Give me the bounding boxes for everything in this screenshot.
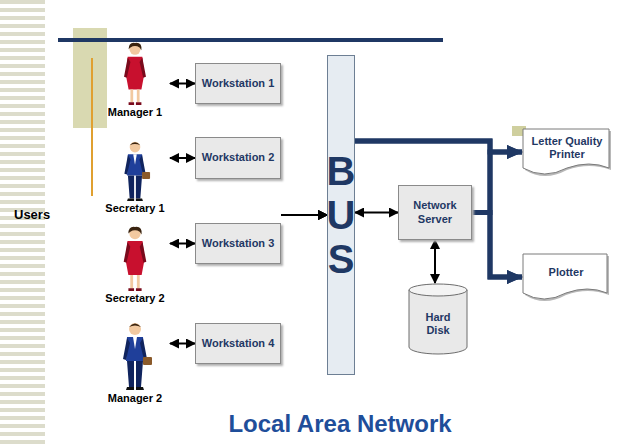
data-link [281, 214, 327, 216]
bus-label: BUS [321, 149, 361, 281]
person-figure [115, 226, 155, 292]
device-box: Workstation 1 [195, 63, 281, 104]
person-figure [115, 320, 155, 392]
side-stripes [0, 0, 45, 445]
person-figure [115, 42, 155, 106]
device-label: Workstation 1 [202, 77, 275, 90]
user-name: Manager 1 [108, 106, 162, 119]
device-box: Workstation 4 [195, 323, 281, 364]
bus-bar: BUS [327, 55, 355, 375]
data-link [281, 214, 327, 216]
device-box: Workstation 3 [195, 223, 281, 264]
user-figure: Manager 2 [100, 320, 170, 405]
output-link [472, 213, 522, 278]
device-label: Workstation 3 [202, 237, 275, 250]
user-figure: Secretary 2 [100, 226, 170, 305]
output-device: Letter Quality Printer [522, 128, 612, 176]
data-link [355, 212, 398, 214]
output-link [472, 152, 522, 213]
device-box: Workstation 2 [195, 137, 281, 179]
disk-cylinder: Hard Disk [408, 283, 468, 355]
device-label: Workstation 2 [202, 151, 275, 164]
device-label: Plotter [549, 266, 584, 279]
accent-line [91, 58, 93, 196]
user-figure: Secretary 1 [100, 140, 170, 215]
data-link [170, 157, 195, 159]
person-figure [115, 140, 155, 202]
output-device: Plotter [522, 253, 610, 301]
output-link [355, 141, 522, 277]
device-label: Workstation 4 [202, 337, 275, 350]
device-label: Network Server [403, 199, 467, 225]
user-name: Manager 2 [108, 392, 162, 405]
data-link [281, 214, 327, 216]
user-name: Secretary 1 [105, 202, 164, 215]
device-box: Network Server [398, 185, 472, 240]
device-label: Hard Disk [418, 311, 458, 337]
accent-block [73, 28, 107, 128]
data-link [170, 343, 195, 345]
data-link [170, 243, 195, 245]
device-label: Letter Quality Printer [527, 135, 607, 161]
data-link [434, 240, 436, 283]
diagram-title: Local Area Network [180, 410, 500, 438]
group-label: Users [14, 207, 50, 222]
user-figure: Manager 1 [100, 42, 170, 119]
data-link [281, 214, 327, 216]
data-link [170, 83, 195, 85]
user-name: Secretary 2 [105, 292, 164, 305]
top-rule [58, 38, 443, 42]
